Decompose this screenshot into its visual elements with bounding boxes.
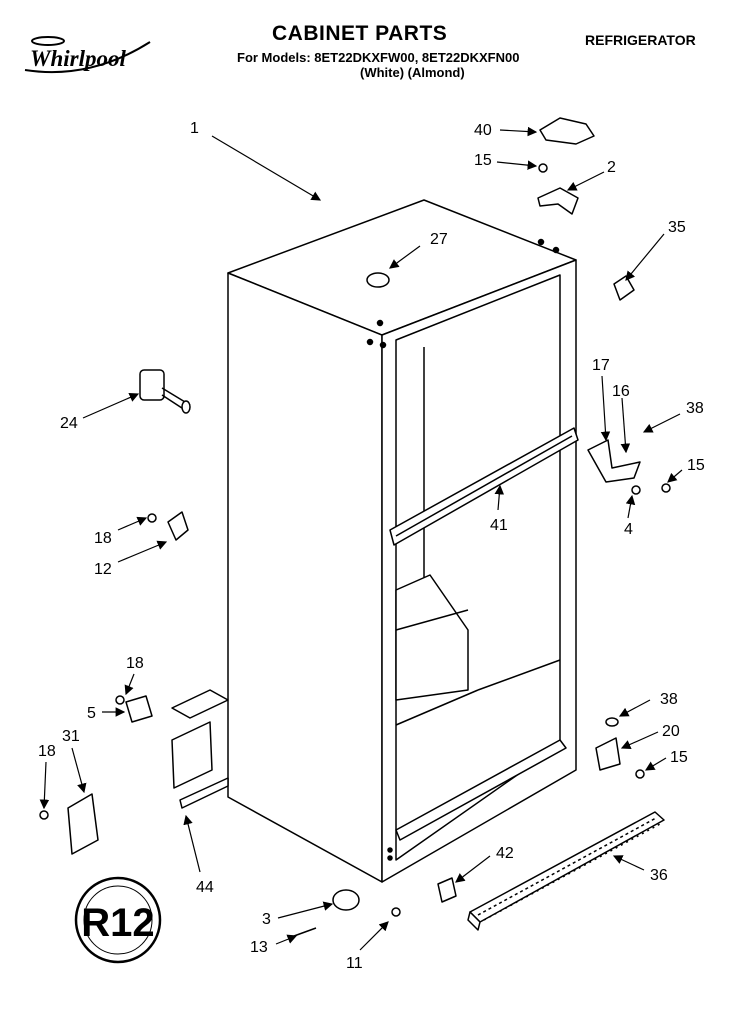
callout-18-lower: 18 xyxy=(38,743,56,760)
callout-35: 35 xyxy=(668,219,686,236)
callout-27: 27 xyxy=(430,231,448,248)
callout-24: 24 xyxy=(60,415,78,432)
callout-16: 16 xyxy=(612,383,630,400)
callout-13: 13 xyxy=(250,939,268,956)
callout-44: 44 xyxy=(196,879,214,896)
part-44-plate xyxy=(171,689,229,809)
callout-38-upper: 38 xyxy=(686,400,704,417)
r12-text: R12 xyxy=(81,901,154,945)
callout-42: 42 xyxy=(496,845,514,862)
callout-11: 11 xyxy=(346,955,363,972)
callout-1: 1 xyxy=(190,120,199,137)
callout-12: 12 xyxy=(94,561,112,578)
part-16-17-mid-hinge xyxy=(587,439,641,483)
part-20-bottom-hinge xyxy=(595,737,621,771)
appliance-category: REFRIGERATOR xyxy=(585,32,696,48)
whirlpool-logo xyxy=(20,34,155,74)
part-3-roller xyxy=(332,889,360,911)
part-42-clip xyxy=(437,877,457,903)
callout-18-upper: 18 xyxy=(94,530,112,547)
model-numbers: For Models: 8ET22DKXFW00, 8ET22DKXFN00 xyxy=(237,50,520,65)
callout-40: 40 xyxy=(474,122,492,139)
callout-18-middle: 18 xyxy=(126,655,144,672)
part-12-hinge xyxy=(167,511,189,541)
callout-17: 17 xyxy=(592,357,610,374)
callout-4: 4 xyxy=(624,521,633,538)
callout-5: 5 xyxy=(87,705,96,722)
part-27-plug xyxy=(366,272,390,288)
callout-15-mid: 15 xyxy=(687,457,705,474)
leader-lines xyxy=(39,126,683,951)
callout-20: 20 xyxy=(662,723,680,740)
callout-36: 36 xyxy=(650,867,668,884)
callout-2: 2 xyxy=(607,159,616,176)
brand-name: Whirlpool xyxy=(30,46,126,71)
callout-15-bottom: 15 xyxy=(670,749,688,766)
part-40-hinge-cover xyxy=(539,117,595,145)
part-24-handle xyxy=(139,369,191,414)
part-36-grille xyxy=(467,811,665,931)
callout-41: 41 xyxy=(490,517,508,534)
cabinet-body xyxy=(227,199,577,883)
r12-badge: R12 xyxy=(74,876,162,964)
callout-15-top: 15 xyxy=(474,152,492,169)
part-31-cover xyxy=(67,793,99,855)
part-5-bracket xyxy=(125,695,153,723)
callout-38-lower: 38 xyxy=(660,691,678,708)
callout-31: 31 xyxy=(62,728,80,745)
part-2-top-hinge xyxy=(537,187,579,215)
page-title: CABINET PARTS xyxy=(272,22,448,45)
color-variants: (White) (Almond) xyxy=(360,65,465,80)
part-35-bracket xyxy=(613,275,635,301)
callout-3: 3 xyxy=(262,911,271,928)
